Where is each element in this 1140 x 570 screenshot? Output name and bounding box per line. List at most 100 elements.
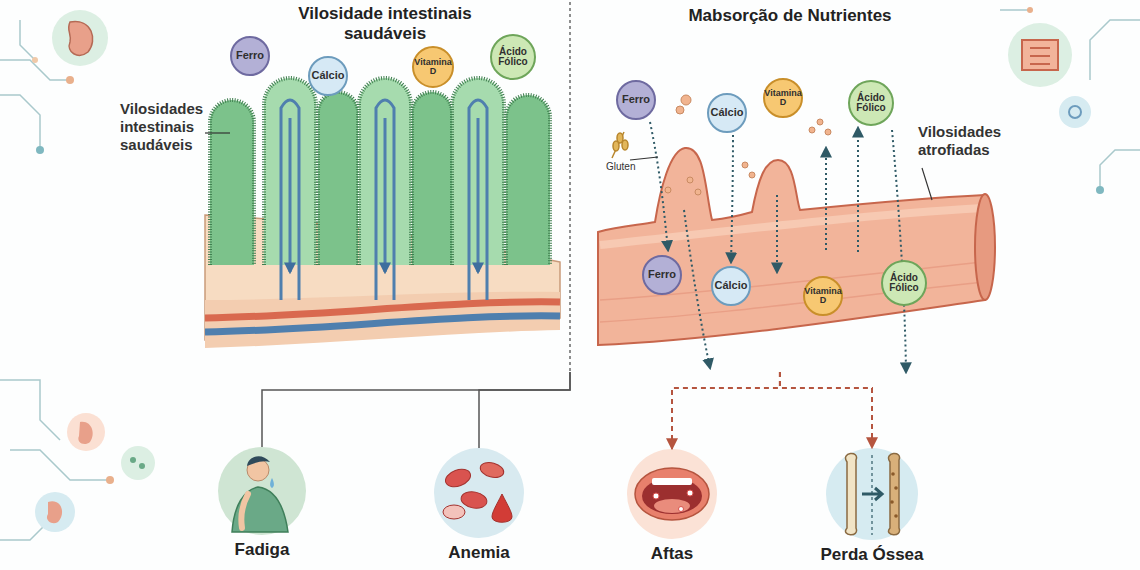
tissue-slab	[598, 148, 985, 345]
healthy-tissue	[205, 215, 560, 348]
panel-malabsorption: Mabsorção de NutrientesFerroCálcioVitami…	[580, 0, 1000, 372]
nutrient-name: Ácido Fólico	[851, 93, 891, 114]
dotted-arrow	[650, 122, 668, 250]
villus	[412, 92, 452, 265]
symptom-name: Anemia	[448, 543, 509, 563]
stomach-icon	[47, 501, 62, 523]
capillary	[376, 100, 394, 300]
particle	[817, 119, 823, 125]
slab-end	[975, 194, 995, 300]
nutrient-name: Vitamina D	[804, 287, 841, 306]
icon-circle	[52, 10, 108, 66]
villus	[506, 95, 550, 265]
tissue-layer	[205, 292, 560, 348]
symptom-name: Fadiga	[235, 540, 290, 560]
circuit-line	[1090, 20, 1140, 80]
nutrient-name: Ácido Fólico	[493, 47, 533, 68]
symptom-circle: Perda Óssea	[826, 448, 918, 540]
icon-circle	[1008, 23, 1072, 87]
circuit-line	[1000, 9, 1030, 11]
particle	[742, 162, 748, 168]
circuit-dot	[106, 476, 114, 484]
organ-icon	[35, 10, 1091, 532]
artery	[205, 302, 560, 318]
symptom-name: Aftas	[651, 544, 694, 564]
villus	[452, 78, 504, 265]
wheat-grain	[617, 133, 623, 143]
dotted-arrow	[892, 130, 906, 372]
circuit-dot	[36, 146, 44, 154]
nutrient-name: Ferro	[648, 269, 676, 281]
atrophied-tissue	[598, 148, 995, 345]
particle	[825, 129, 831, 135]
circuit-dots	[32, 7, 1104, 523]
particle	[665, 187, 671, 193]
leader-line	[922, 168, 932, 200]
villus	[210, 100, 254, 265]
particle	[676, 106, 684, 114]
nutrient-name: Ácido Fólico	[884, 273, 924, 294]
nutrient-circle: Vitamina D	[763, 78, 803, 118]
intestine-icon	[1022, 40, 1058, 70]
icon-circle	[121, 446, 155, 480]
dotted-arrow	[684, 210, 710, 368]
circuit-line	[1100, 150, 1140, 190]
symptom-circle: Fadiga	[218, 447, 306, 535]
panel-heading: Vilosidade intestinais saudáveis	[265, 4, 505, 44]
circuit-dot	[47, 517, 53, 523]
dot-icon	[139, 463, 145, 469]
circuit-dot	[1096, 186, 1104, 194]
symptom-circle: Anemia	[434, 448, 524, 538]
nutrient-name: Cálcio	[710, 107, 743, 119]
connector	[262, 372, 570, 447]
capillary	[281, 100, 299, 300]
dot-icon	[1069, 106, 1081, 118]
nutrient-name: Cálcio	[714, 280, 747, 292]
panel-healthy: Vilosidade intestinais saudáveisFerroCál…	[200, 0, 570, 372]
wheat-grain	[613, 141, 619, 151]
nutrient-circle: Vitamina D	[412, 46, 454, 88]
circuit-dot	[66, 76, 74, 84]
callout-label: Vilosidades atrofiadas	[918, 123, 1030, 159]
symptom-circle: Aftas	[627, 449, 717, 539]
connector	[479, 372, 570, 448]
circuit-dot	[32, 57, 38, 63]
nutrient-circle: Ácido Fólico	[848, 80, 894, 126]
dotted-arrow	[825, 148, 827, 250]
icon-circle	[35, 492, 75, 532]
leader-line	[630, 157, 658, 160]
wheat-grain	[622, 140, 628, 150]
nutrient-circle: Ferro	[230, 36, 270, 76]
particle	[749, 172, 755, 178]
nutrient-circle: Ácido Fólico	[490, 34, 536, 80]
nutrient-circle: Ferro	[616, 80, 656, 120]
nutrient-name: Vitamina D	[414, 58, 451, 77]
callout-label: Vilosidades intestinais saudáveis	[120, 100, 222, 154]
circuit-line	[10, 450, 110, 480]
dot-icon	[130, 457, 136, 463]
absorption-arrow	[384, 118, 387, 272]
leader-line	[205, 132, 230, 133]
capillary	[469, 100, 487, 300]
nutrient-name: Ferro	[236, 50, 264, 62]
particle	[681, 95, 691, 105]
absorption-arrow	[477, 118, 480, 272]
villus	[359, 78, 411, 265]
nutrient-circle: Cálcio	[711, 266, 751, 306]
icon-circle	[1059, 96, 1091, 128]
particle	[687, 177, 693, 183]
panel-divider	[569, 2, 570, 372]
nutrient-circle: Vitamina D	[803, 276, 843, 316]
dotted-arrow	[776, 195, 778, 272]
gluten-label: Gluten	[606, 161, 646, 173]
stomach-icon	[78, 422, 92, 444]
nutrient-name: Vitamina D	[764, 89, 801, 108]
absorption-arrow	[289, 118, 292, 272]
circuit-line	[0, 95, 40, 150]
panel-heading: Mabsorção de Nutrientes	[580, 6, 1000, 26]
circuit-line	[20, 20, 35, 60]
circuit-decoration	[0, 10, 1140, 540]
